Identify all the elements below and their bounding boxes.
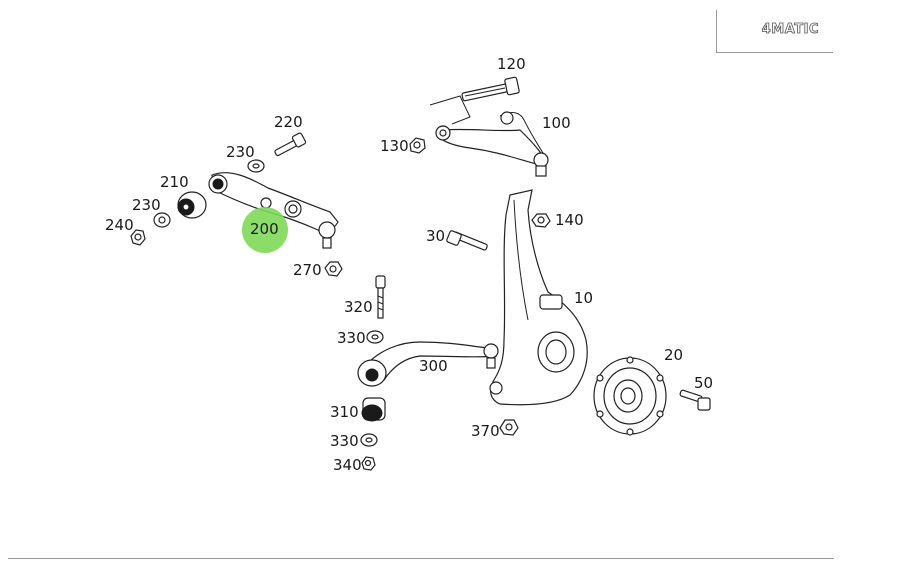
- part-330-washer-lower[interactable]: [360, 433, 378, 447]
- bottom-divider: [8, 558, 834, 559]
- callout-130: 130: [380, 137, 409, 155]
- part-10-steering-knuckle[interactable]: [489, 189, 588, 406]
- callout-30: 30: [426, 227, 445, 245]
- callout-340: 340: [333, 456, 362, 474]
- part-320-bolt[interactable]: [375, 275, 386, 319]
- part-240-nut[interactable]: [130, 229, 146, 246]
- callout-20: 20: [664, 346, 683, 364]
- part-120-bolt[interactable]: [461, 76, 520, 102]
- part-370-nut[interactable]: [499, 419, 519, 436]
- part-230-washer-lower[interactable]: [153, 212, 171, 228]
- part-230-washer-upper[interactable]: [247, 159, 265, 173]
- callout-240: 240: [105, 216, 134, 234]
- callout-210: 210: [160, 173, 189, 191]
- part-330-washer-upper[interactable]: [366, 330, 384, 344]
- part-220-bolt[interactable]: [274, 132, 307, 157]
- callout-200[interactable]: 200: [250, 220, 279, 238]
- part-270-nut[interactable]: [324, 261, 343, 277]
- part-300-rear-arm[interactable]: [357, 341, 499, 387]
- part-130-nut[interactable]: [409, 137, 426, 154]
- callout-300: 300: [419, 357, 448, 375]
- part-140-nut[interactable]: [531, 213, 551, 228]
- highlight-circle-200[interactable]: [242, 207, 288, 253]
- part-20-wheel-hub[interactable]: [593, 356, 667, 436]
- part-340-nut[interactable]: [361, 456, 376, 471]
- callout-370: 370: [471, 422, 500, 440]
- callout-140: 140: [555, 211, 584, 229]
- callout-230-lower: 230: [132, 196, 161, 214]
- callout-220: 220: [274, 113, 303, 131]
- model-badge-text: 4MATIC: [761, 22, 819, 38]
- model-badge-box: 4MATIC: [716, 10, 833, 53]
- callout-120: 120: [497, 55, 526, 73]
- callout-320: 320: [344, 298, 373, 316]
- callout-330-lower: 330: [330, 432, 359, 450]
- part-50-bolt[interactable]: [679, 389, 711, 411]
- part-100-upper-arm[interactable]: [435, 111, 549, 177]
- callout-310: 310: [330, 403, 359, 421]
- callout-330-upper: 330: [337, 329, 366, 347]
- part-310-bushing[interactable]: [361, 397, 386, 422]
- part-200-lower-arm[interactable]: [208, 172, 339, 249]
- callout-230-upper: 230: [226, 143, 255, 161]
- callout-50: 50: [694, 374, 713, 392]
- callout-10: 10: [574, 289, 593, 307]
- part-30-bolt[interactable]: [446, 230, 488, 251]
- callout-100: 100: [542, 114, 571, 132]
- part-210-bushing[interactable]: [177, 191, 207, 219]
- callout-270: 270: [293, 261, 322, 279]
